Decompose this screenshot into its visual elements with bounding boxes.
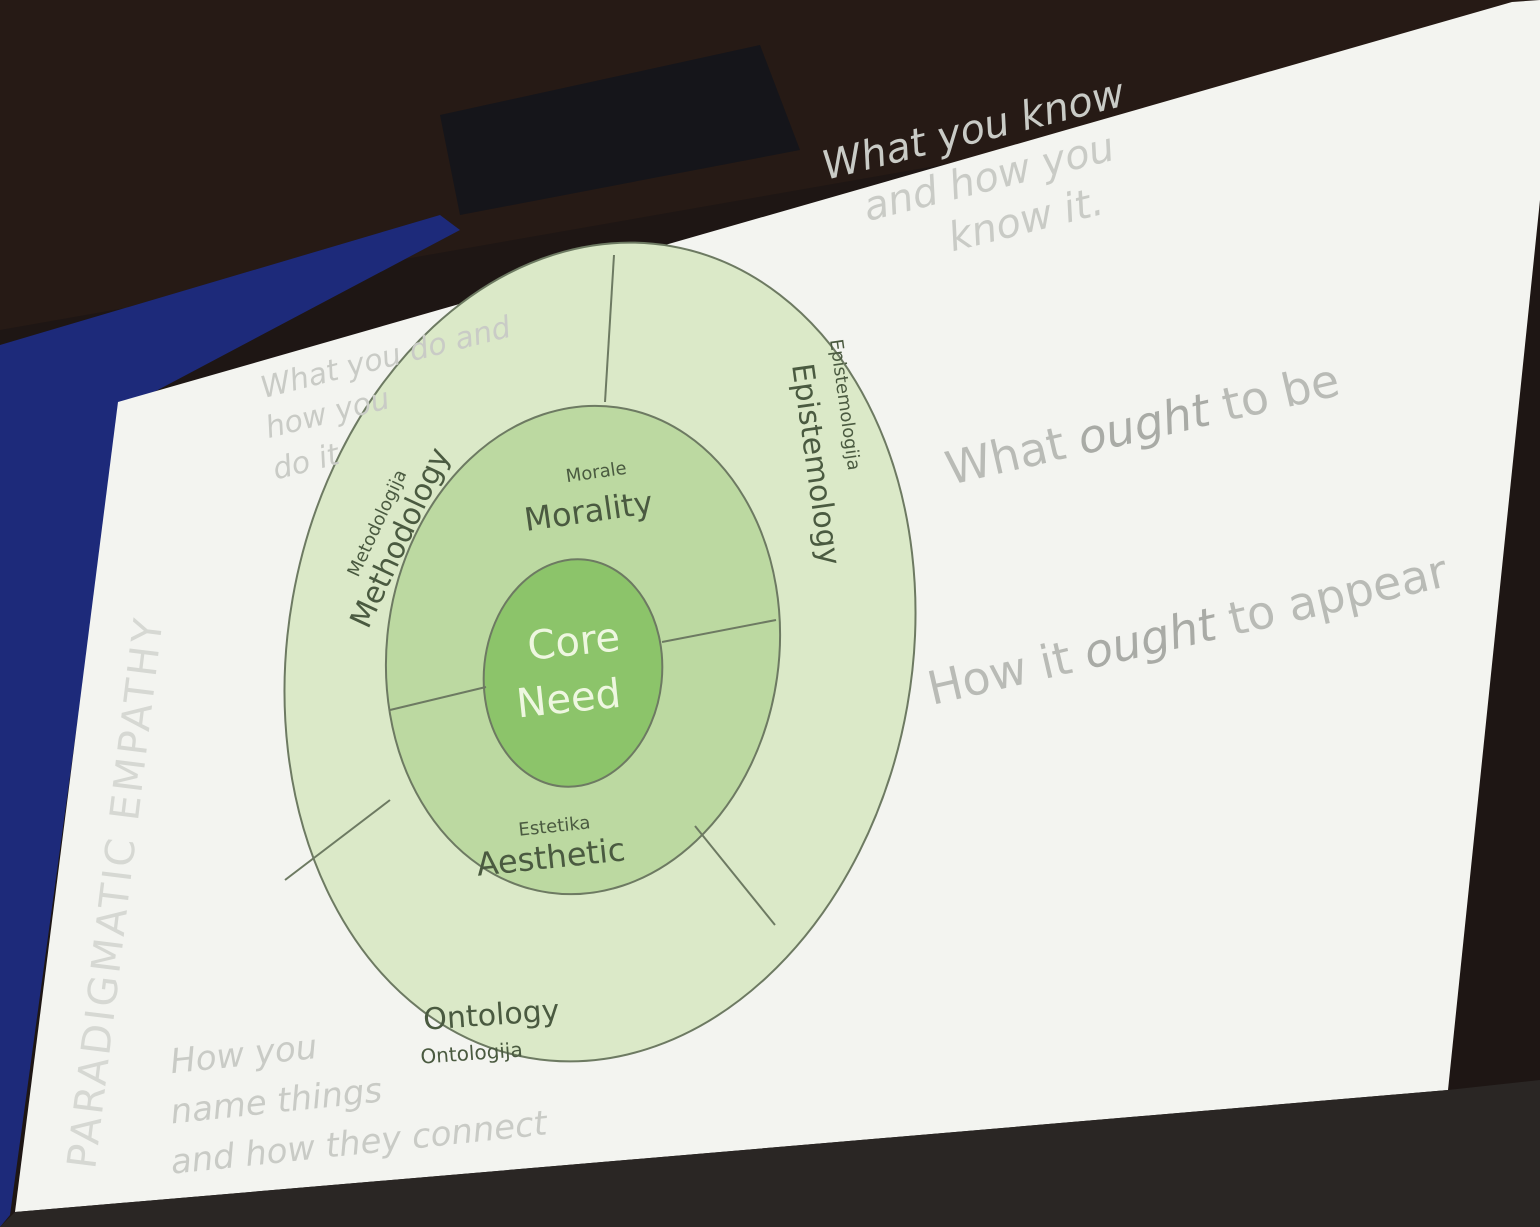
projector-housing: [440, 45, 800, 215]
divider: [694, 825, 776, 926]
divider: [661, 619, 777, 643]
divider: [284, 799, 391, 881]
divider: [389, 686, 487, 711]
core-label-line1: Core: [525, 614, 622, 669]
core-circle: [482, 558, 664, 788]
divider: [604, 254, 615, 403]
paradigm-diagram: Core Need Morale Morality Estetika Aesth…: [283, 241, 917, 1069]
lower-wall: [0, 1080, 1540, 1227]
core-label-line2: Need: [514, 671, 623, 728]
